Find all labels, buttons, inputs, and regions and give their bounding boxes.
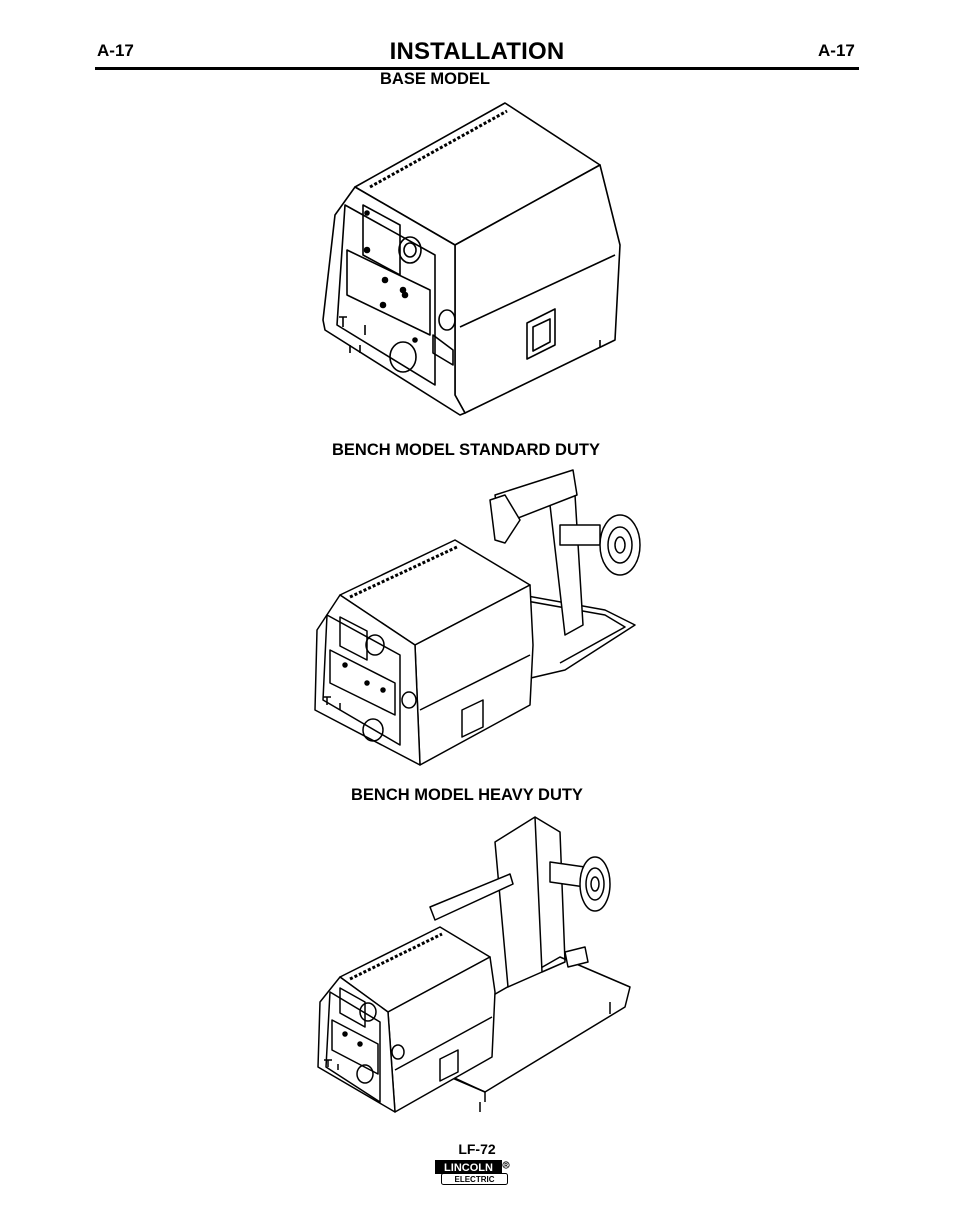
figure-caption-bench-heavy: BENCH MODEL HEAVY DUTY: [351, 786, 583, 804]
svg-text:LINCOLN: LINCOLN: [444, 1162, 493, 1174]
bench-standard-duty-illustration: [314, 469, 641, 766]
svg-text:ELECTRIC: ELECTRIC: [455, 1175, 495, 1184]
footer-model-number: LF-72: [458, 1141, 496, 1157]
header-rule: [95, 67, 859, 70]
figure-caption-base-model: BASE MODEL: [380, 70, 491, 88]
bench-heavy-duty-illustration: [317, 816, 631, 1113]
page-number-left: A-17: [97, 41, 134, 60]
base-model-illustration: [322, 102, 621, 416]
lincoln-electric-logo: LINCOLN R ELECTRIC: [435, 1160, 510, 1185]
figure-caption-bench-standard: BENCH MODEL STANDARD DUTY: [332, 441, 600, 459]
page-number-right: A-17: [818, 41, 855, 60]
svg-text:R: R: [504, 1163, 508, 1169]
page-title: INSTALLATION: [389, 38, 565, 65]
